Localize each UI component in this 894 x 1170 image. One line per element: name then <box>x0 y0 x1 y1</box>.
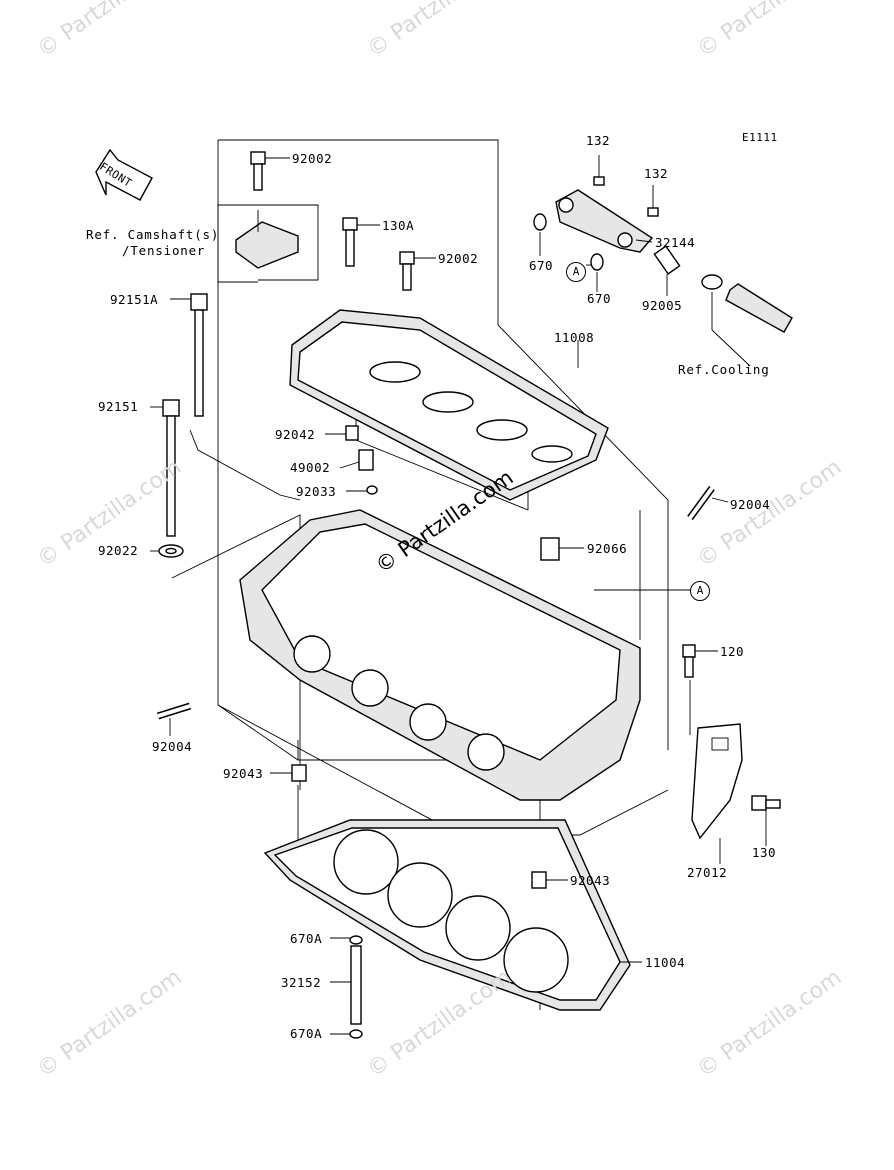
part-label-92004-left: 92004 <box>152 739 193 754</box>
leader-lines <box>150 155 767 1035</box>
part-label-92004-right: 92004 <box>730 497 771 512</box>
cylinder-head-cover-11008 <box>289 309 609 501</box>
callout-a-head: A <box>690 581 710 601</box>
part-label-670-a: 670 <box>529 258 554 273</box>
part-label-92002-mid: 92002 <box>438 251 479 266</box>
washer-92022 <box>158 544 184 558</box>
cooling-hose <box>701 274 793 333</box>
part-label-92066: 92066 <box>587 541 628 556</box>
part-label-92043-right: 92043 <box>570 873 611 888</box>
bolt-120 <box>682 644 696 678</box>
camshaft-note-line2: /Tensioner <box>122 243 206 258</box>
part-label-92043-left: 92043 <box>223 766 264 781</box>
cooling-note: Ref.Cooling <box>678 362 770 377</box>
bolt-132-a <box>593 176 605 186</box>
part-label-92151A: 92151A <box>110 292 159 307</box>
part-label-132-a: 132 <box>586 133 611 148</box>
bolt-130 <box>751 795 781 811</box>
camshaft-note-line1: Ref. Camshaft(s) <box>86 227 220 242</box>
part-label-92002-top: 92002 <box>292 151 333 166</box>
part-label-27012: 27012 <box>687 865 728 880</box>
part-label-92151: 92151 <box>98 399 139 414</box>
bolt-92151A <box>190 293 208 417</box>
part-label-670-b: 670 <box>587 291 612 306</box>
part-label-92033: 92033 <box>296 484 337 499</box>
bolt-92151 <box>162 399 180 537</box>
bolt-130A <box>342 217 358 267</box>
bracket-27012 <box>691 723 743 840</box>
part-label-670A-top: 670A <box>290 931 323 946</box>
part-label-92022: 92022 <box>98 543 139 558</box>
part-label-49002: 49002 <box>290 460 331 475</box>
bolt-92002-top <box>250 151 266 191</box>
part-label-11004: 11004 <box>645 955 686 970</box>
plug-92066 <box>540 537 560 561</box>
front-arrow-icon <box>95 148 153 201</box>
dowel-92042 <box>345 425 359 441</box>
oring-92033 <box>366 485 378 495</box>
part-label-132-b: 132 <box>644 166 669 181</box>
stud-92004-left <box>156 702 192 720</box>
oring-670A-bottom <box>349 1029 363 1039</box>
part-label-92005: 92005 <box>642 298 683 313</box>
cylinder-head <box>239 509 641 801</box>
part-label-130: 130 <box>752 845 777 860</box>
hose-fitting-92005 <box>653 245 681 275</box>
diagram-id: E1111 <box>742 131 778 144</box>
water-pipe-32144 <box>555 189 654 253</box>
part-label-670A-bottom: 670A <box>290 1026 323 1041</box>
dowel-92043-left <box>291 764 307 782</box>
dowel-92043-right <box>531 871 547 889</box>
callout-a-cooling: A <box>566 262 586 282</box>
bolt-132-b <box>647 207 659 217</box>
oring-670-b <box>590 253 604 271</box>
oring-670-a <box>533 213 547 231</box>
part-label-32144: 32144 <box>655 235 696 250</box>
bolt-92002-mid <box>399 251 415 291</box>
stud-92004-right <box>687 485 715 521</box>
part-label-92042: 92042 <box>275 427 316 442</box>
oring-670A-top <box>349 935 363 945</box>
pipe-32152 <box>350 945 362 1025</box>
plug-49002 <box>358 449 374 471</box>
camshaft-bracket <box>235 210 299 269</box>
part-label-11008: 11008 <box>554 330 595 345</box>
part-label-130A: 130A <box>382 218 415 233</box>
head-gasket-11004 <box>263 819 631 1011</box>
part-label-120: 120 <box>720 644 745 659</box>
part-label-32152: 32152 <box>281 975 322 990</box>
